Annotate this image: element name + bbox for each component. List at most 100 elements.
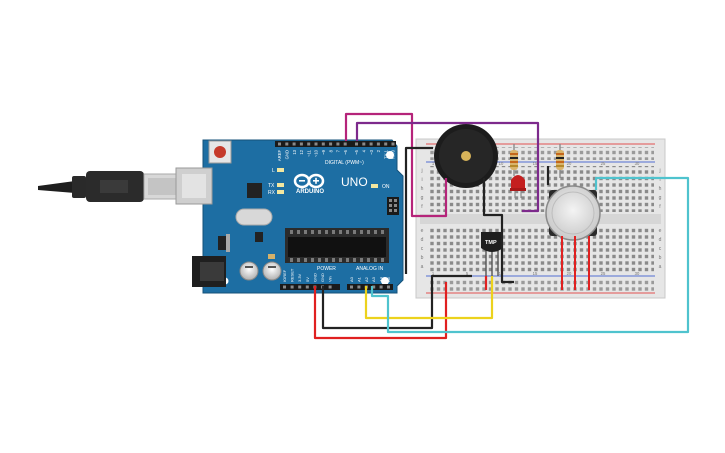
digital-pin-label: ~10 — [314, 149, 319, 157]
row-letter: g — [421, 195, 424, 201]
analog-pin-hole[interactable] — [350, 285, 353, 289]
digital-pin-hole[interactable] — [384, 142, 388, 146]
column-number: 25 — [601, 161, 606, 166]
digital-pin-hole[interactable] — [355, 142, 358, 146]
digital-pin-label: 4 — [362, 149, 367, 152]
row-letter: e — [421, 228, 424, 234]
row-letter: c — [659, 246, 662, 252]
arduino-brand-text: ARDUINO — [296, 189, 324, 195]
row-letter: a — [659, 264, 662, 270]
digital-pin-hole[interactable] — [299, 142, 303, 146]
digital-pin-hole[interactable] — [343, 142, 347, 146]
mounting-hole — [386, 151, 394, 159]
column-number: 30 — [635, 271, 640, 276]
digital-pin-hole[interactable] — [278, 142, 281, 146]
column-number: 15 — [533, 161, 538, 166]
power-pin-header — [280, 284, 340, 290]
voltage-regulator — [218, 236, 228, 250]
power-pin-hole[interactable] — [283, 285, 286, 289]
arduino-model-text: UNO — [341, 175, 368, 189]
digital-pin-hole[interactable] — [285, 142, 289, 146]
digital-pin-label: GND — [285, 150, 290, 159]
wire-black-gnd[interactable] — [404, 146, 433, 274]
crystal-oscillator — [235, 208, 273, 226]
column-number: 20 — [567, 161, 572, 166]
bottom-power-rail — [430, 278, 654, 291]
usb-cable[interactable] — [38, 171, 181, 202]
led-tx-label: TX — [268, 183, 275, 189]
digital-pin-label: 8 — [328, 149, 333, 152]
digital-pin-hole[interactable] — [329, 142, 333, 146]
temperature-sensor[interactable]: TMP — [481, 232, 503, 276]
center-channel — [420, 214, 661, 224]
wire-cyan[interactable] — [370, 176, 690, 334]
capacitor — [239, 261, 259, 281]
icsp-header — [387, 197, 399, 215]
digital-pin-label: ~5 — [354, 149, 359, 154]
row-letter: h — [659, 186, 662, 192]
wires — [313, 112, 690, 340]
digital-pin-label: ~9 — [321, 149, 326, 154]
digital-pin-label: 2 — [376, 149, 381, 152]
wire-black-bottom[interactable] — [321, 274, 472, 330]
led-on-label: ON — [382, 184, 390, 190]
power-pin-hole[interactable] — [298, 285, 302, 289]
power-pin-hole[interactable] — [290, 285, 294, 289]
digital-pin-hole[interactable] — [321, 142, 325, 146]
column-number: 1 — [432, 271, 435, 276]
power-pin-label: Vin — [328, 276, 333, 282]
digital-pin-hole[interactable] — [292, 142, 296, 146]
row-letter: i — [659, 177, 660, 183]
digital-header-label: DIGITAL (PWM~) — [325, 160, 364, 166]
digital-pin-label: 13 — [292, 149, 297, 154]
digital-pin-label: TX 1 — [383, 149, 388, 159]
analog-pin-label: A0 — [349, 276, 354, 282]
analog-pin-label: A5 — [386, 276, 391, 282]
digital-pin-hole[interactable] — [391, 142, 395, 146]
digital-pin-hole[interactable] — [376, 142, 380, 146]
resistor-2[interactable] — [556, 144, 564, 178]
digital-pin-holes — [278, 142, 395, 146]
analog-pin-hole[interactable] — [379, 285, 383, 289]
column-number: 15 — [533, 271, 538, 276]
row-letter: d — [659, 237, 662, 243]
digital-pin-header — [275, 141, 396, 147]
row-letter: b — [421, 255, 424, 261]
wire-yellow[interactable] — [364, 276, 494, 320]
row-letter: j — [658, 168, 660, 174]
microcontroller-chip — [288, 237, 386, 257]
power-pin-label: RESET — [290, 268, 295, 282]
wire-black-buzzer[interactable] — [482, 178, 514, 284]
wire-red-5v[interactable] — [313, 282, 448, 340]
column-number: 25 — [601, 271, 606, 276]
gas-sensor[interactable] — [545, 185, 601, 290]
row-letter: g — [659, 195, 662, 201]
digital-pin-hole[interactable] — [362, 142, 366, 146]
column-number: 1 — [432, 161, 435, 166]
power-pin-hole[interactable] — [328, 285, 332, 289]
wire-magenta[interactable] — [344, 112, 448, 218]
digital-pin-hole[interactable] — [314, 142, 318, 146]
digital-pin-hole[interactable] — [369, 142, 373, 146]
analog-pin-label: A2 — [364, 276, 369, 282]
row-letter: f — [659, 204, 661, 210]
resistor-1[interactable] — [510, 144, 518, 176]
power-pin-hole[interactable] — [305, 285, 309, 289]
power-pin-label: GND — [312, 273, 317, 282]
digital-pin-hole[interactable] — [307, 142, 311, 146]
analog-pin-hole[interactable] — [357, 285, 361, 289]
digital-pin-hole[interactable] — [336, 142, 340, 146]
row-letter: c — [421, 246, 424, 252]
analog-pin-hole[interactable] — [387, 285, 390, 289]
digital-pin-label: ~11 — [306, 149, 311, 156]
column-number: 5 — [466, 271, 469, 276]
digital-pin-label: AREF — [277, 150, 282, 162]
arduino-logo — [293, 173, 325, 189]
analog-pin-hole[interactable] — [372, 285, 376, 289]
digital-pin-label: 12 — [299, 149, 304, 154]
wire-purple[interactable] — [355, 121, 540, 213]
power-pin-label: IOREF — [282, 269, 287, 282]
red-led[interactable] — [510, 175, 526, 198]
piezo-buzzer[interactable] — [434, 124, 498, 188]
